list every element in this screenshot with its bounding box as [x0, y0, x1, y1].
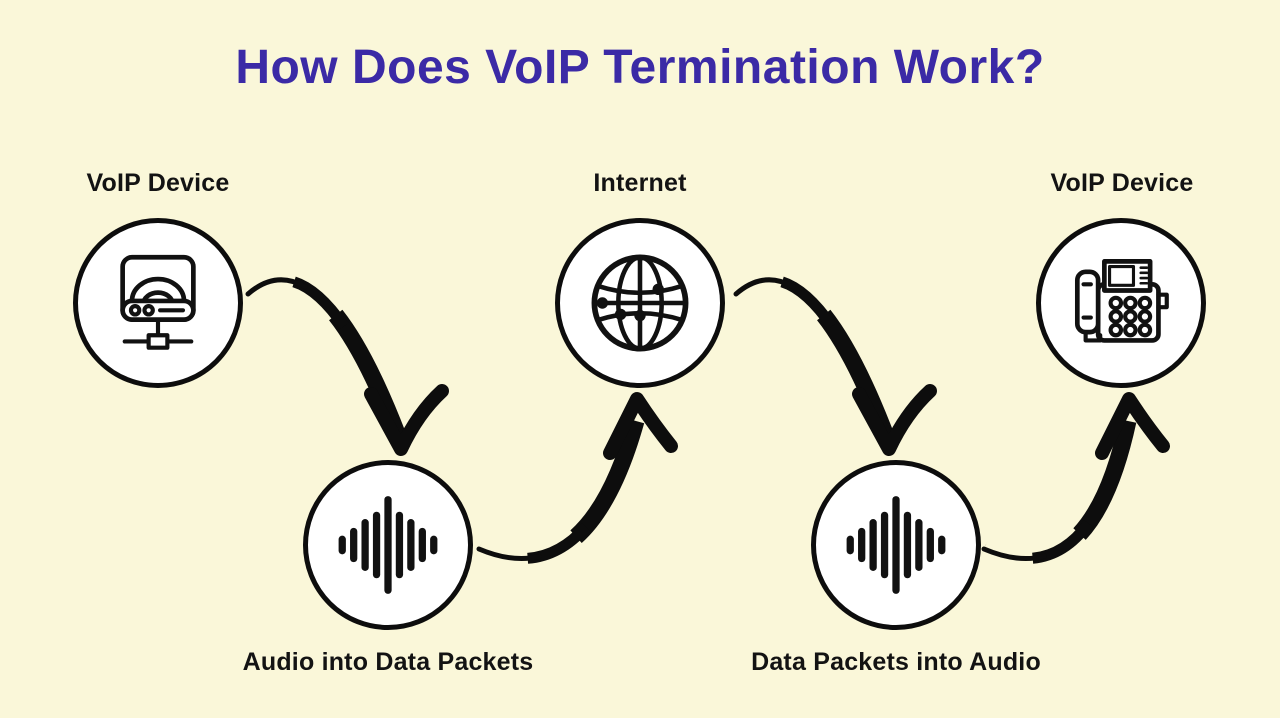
node-circle-internet	[555, 218, 725, 388]
node-circle-voip-device-right	[1036, 218, 1206, 388]
arrow-packets-to-voip	[980, 392, 1170, 568]
audio-waveform-icon	[846, 496, 946, 594]
node-circle-audio-into-packets	[303, 460, 473, 630]
diagram-title: How Does VoIP Termination Work?	[235, 41, 1045, 94]
voip-adapter-icon	[120, 254, 196, 350]
node-circle-voip-device-left	[73, 218, 243, 388]
audio-waveform-icon	[338, 496, 438, 594]
globe-icon	[591, 254, 689, 352]
node-circle-packets-into-audio	[811, 460, 981, 630]
desk-phone-icon	[1074, 259, 1169, 343]
arrow-internet-to-packets	[730, 271, 937, 456]
label-packets-into-audio: Data Packets into Audio	[751, 648, 1041, 676]
label-voip-device-right: VoIP Device	[1050, 169, 1194, 197]
arrow-packets-to-internet	[475, 392, 678, 568]
arrow-voip-to-packets	[242, 271, 449, 456]
label-voip-device-left: VoIP Device	[86, 169, 230, 197]
label-audio-into-packets: Audio into Data Packets	[242, 648, 534, 676]
label-internet: Internet	[593, 169, 687, 197]
